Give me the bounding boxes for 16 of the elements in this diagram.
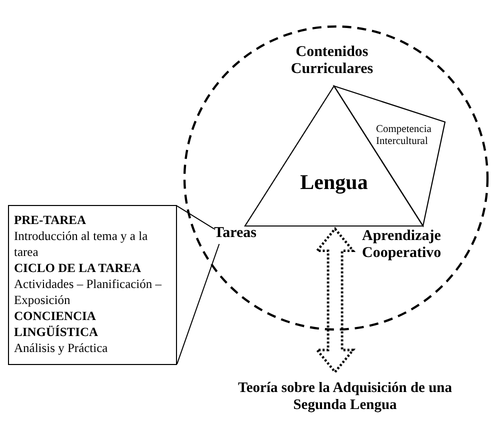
vertex-label: Contenidos Curriculares [290, 44, 374, 78]
double-arrow [314, 226, 356, 374]
leader-line [176, 244, 220, 365]
section-heading: PRE-TAREA [14, 212, 87, 228]
leader-line [176, 205, 214, 230]
section-heading: CICLO DE LA TAREA [14, 260, 142, 276]
section-text: Introducción al tema y a la tarea [14, 228, 149, 260]
text-box [8, 205, 177, 365]
caption-text: Teoría sobre la Adquisición de una Segunda Lengua [237, 380, 453, 414]
section-label: Competencia Intercultural [376, 124, 432, 148]
vertex-label: Aprendizaje Cooperativo [362, 228, 442, 262]
vertex-label: Tareas [214, 225, 258, 242]
section-text: Análisis y Práctica [14, 340, 109, 356]
section-text: Actividades – Planificación – Exposición [14, 276, 163, 308]
center-label: Lengua [299, 170, 369, 194]
section-heading: CONCIENCIA LINGÜÍSTICA [14, 308, 100, 340]
